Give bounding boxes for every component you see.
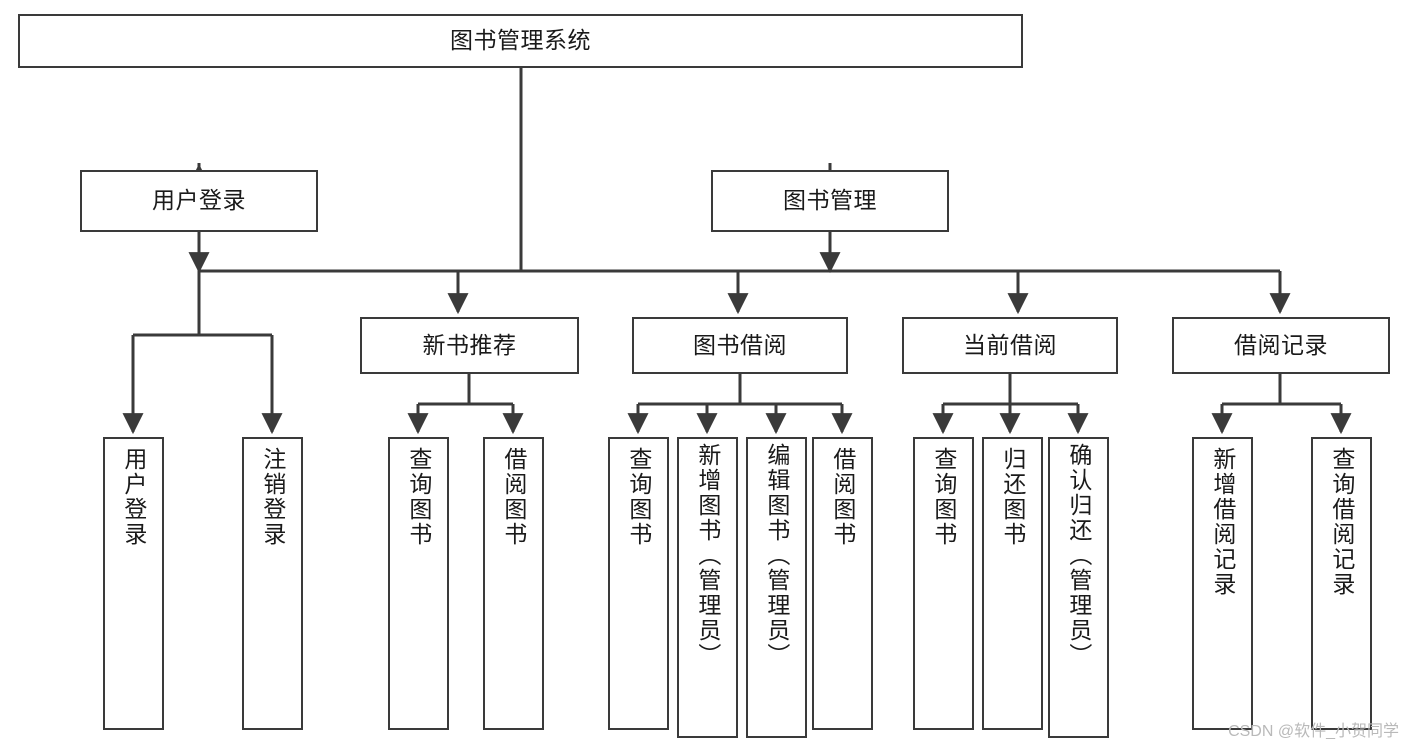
node-label: 查询借阅记录 (1328, 447, 1355, 597)
node-label: 查询图书 (930, 447, 957, 547)
leaf-query-book-current[interactable]: 查询图书 (913, 437, 974, 730)
node-label: 图书管理系统 (450, 27, 591, 54)
leaf-query-book-borrow[interactable]: 查询图书 (608, 437, 669, 730)
leaf-user-login[interactable]: 用户登录 (103, 437, 164, 730)
node-label: 编辑图书（管理员） (763, 443, 790, 668)
node-label: 新书推荐 (422, 331, 517, 358)
node-label: 用户登录 (120, 447, 147, 547)
node-new-book-recommend[interactable]: 新书推荐 (360, 317, 579, 374)
node-label: 当前借阅 (963, 331, 1057, 358)
node-label: 借阅图书 (500, 447, 527, 547)
node-label: 新增图书（管理员） (694, 443, 721, 668)
leaf-logout-login[interactable]: 注销登录 (242, 437, 303, 730)
node-label: 图书借阅 (693, 331, 787, 358)
node-book-borrow[interactable]: 图书借阅 (632, 317, 848, 374)
node-book-manage[interactable]: 图书管理 (711, 170, 949, 232)
node-label: 查询图书 (405, 447, 432, 547)
node-label: 注销登录 (259, 447, 286, 547)
node-root-system[interactable]: 图书管理系统 (18, 14, 1023, 68)
node-label: 归还图书 (999, 447, 1026, 547)
leaf-edit-book-admin[interactable]: 编辑图书（管理员） (746, 437, 807, 738)
leaf-borrow-book[interactable]: 借阅图书 (812, 437, 873, 730)
leaf-return-book[interactable]: 归还图书 (982, 437, 1043, 730)
node-label: 查询图书 (625, 447, 652, 547)
node-label: 借阅记录 (1234, 331, 1328, 358)
leaf-borrow-book-recommend[interactable]: 借阅图书 (483, 437, 544, 730)
leaf-add-borrow-record[interactable]: 新增借阅记录 (1192, 437, 1253, 730)
node-user-login[interactable]: 用户登录 (80, 170, 318, 232)
leaf-confirm-return-admin[interactable]: 确认归还（管理员） (1048, 437, 1109, 738)
node-label: 确认归还（管理员） (1065, 443, 1092, 668)
node-current-borrow[interactable]: 当前借阅 (902, 317, 1118, 374)
node-label: 用户登录 (152, 187, 246, 214)
leaf-query-book-recommend[interactable]: 查询图书 (388, 437, 449, 730)
node-label: 新增借阅记录 (1209, 447, 1236, 597)
csdn-watermark: CSDN @软件_小贺同学 (1228, 723, 1399, 740)
leaf-add-book-admin[interactable]: 新增图书（管理员） (677, 437, 738, 738)
node-label: 图书管理 (783, 187, 877, 214)
node-borrow-record[interactable]: 借阅记录 (1172, 317, 1390, 374)
node-label: 借阅图书 (829, 447, 856, 547)
leaf-query-borrow-record[interactable]: 查询借阅记录 (1311, 437, 1372, 730)
